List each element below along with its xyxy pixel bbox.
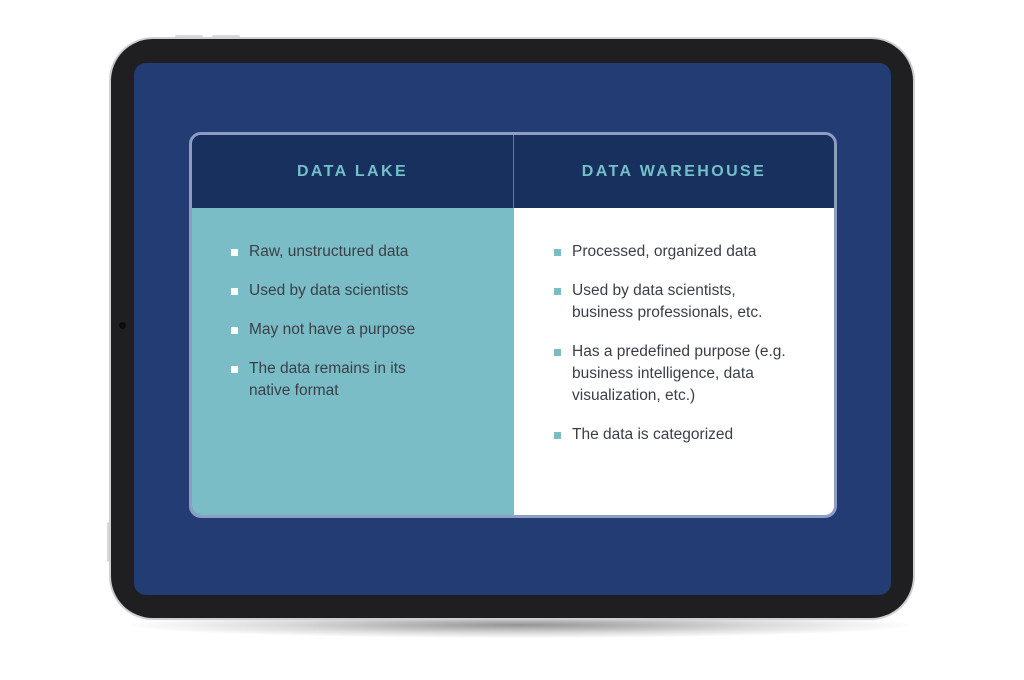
data-warehouse-list: Processed, organized data Used by data s… bbox=[554, 241, 804, 463]
data-lake-column: Raw, unstructured data Used by data scie… bbox=[192, 208, 514, 515]
data-lake-header: DATA LAKE bbox=[192, 135, 514, 208]
list-item-text: Used by data scientists bbox=[249, 282, 409, 299]
list-item-text: The data remains in its native format bbox=[249, 360, 406, 399]
square-bullet-icon bbox=[554, 349, 561, 356]
list-item-text: Has a predefined purpose (e.g. business … bbox=[572, 343, 786, 404]
tablet-top-button-1 bbox=[175, 35, 203, 39]
square-bullet-icon bbox=[554, 432, 561, 439]
data-warehouse-title: DATA WAREHOUSE bbox=[581, 162, 767, 180]
square-bullet-icon bbox=[554, 249, 561, 256]
list-item: Used by data scientists, business profes… bbox=[554, 280, 782, 324]
data-warehouse-header: DATA WAREHOUSE bbox=[514, 135, 834, 208]
list-item: May not have a purpose bbox=[231, 319, 471, 341]
list-item-text: May not have a purpose bbox=[249, 321, 416, 338]
data-lake-list: Raw, unstructured data Used by data scie… bbox=[231, 241, 471, 419]
list-item: The data remains in its native format bbox=[231, 358, 429, 402]
tablet-frame: DATA LAKE DATA WAREHOUSE Raw, unstructur… bbox=[111, 39, 913, 618]
list-item-text: Processed, organized data bbox=[572, 243, 757, 260]
list-item: The data is categorized bbox=[554, 424, 804, 446]
list-item: Processed, organized data bbox=[554, 241, 804, 263]
comparison-table: DATA LAKE DATA WAREHOUSE Raw, unstructur… bbox=[189, 132, 837, 518]
square-bullet-icon bbox=[554, 288, 561, 295]
square-bullet-icon bbox=[231, 327, 238, 334]
square-bullet-icon bbox=[231, 288, 238, 295]
list-item-text: The data is categorized bbox=[572, 426, 734, 443]
list-item-text: Raw, unstructured data bbox=[249, 243, 409, 260]
list-item: Has a predefined purpose (e.g. business … bbox=[554, 341, 787, 407]
data-lake-title: DATA LAKE bbox=[296, 162, 409, 180]
list-item: Raw, unstructured data bbox=[231, 241, 471, 263]
data-warehouse-column: Processed, organized data Used by data s… bbox=[514, 208, 834, 515]
tablet-screen: DATA LAKE DATA WAREHOUSE Raw, unstructur… bbox=[134, 63, 891, 595]
tablet-side-button bbox=[107, 522, 111, 562]
list-item: Used by data scientists bbox=[231, 280, 471, 302]
square-bullet-icon bbox=[231, 366, 238, 373]
tablet-top-button-2 bbox=[212, 35, 240, 39]
list-item-text: Used by data scientists, business profes… bbox=[572, 282, 763, 321]
camera-icon bbox=[119, 322, 126, 329]
square-bullet-icon bbox=[231, 249, 238, 256]
